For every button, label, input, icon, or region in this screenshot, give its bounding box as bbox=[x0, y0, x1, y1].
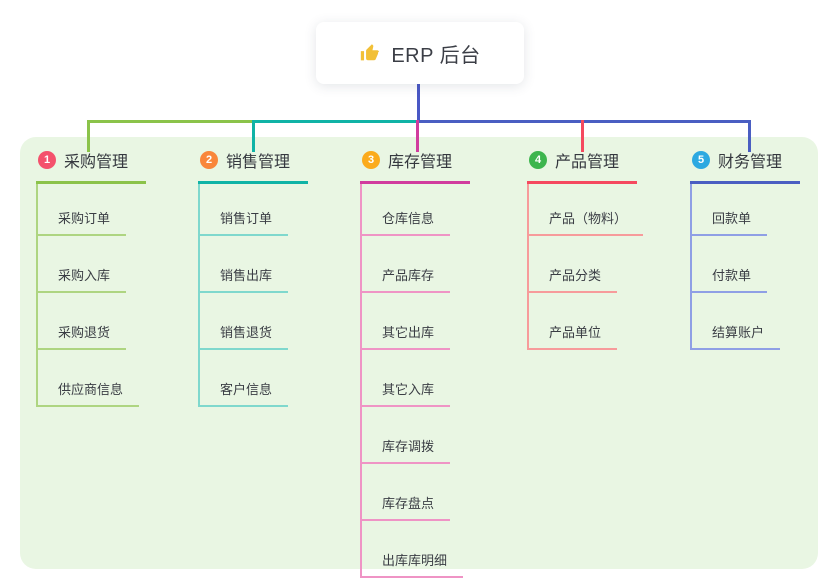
branch-product-title: 产品管理 bbox=[555, 154, 620, 171]
badge-5: 5 bbox=[692, 151, 710, 169]
node-stock-transfer[interactable]: 库存调拨 bbox=[362, 407, 451, 464]
badge-4: 4 bbox=[529, 151, 547, 169]
branch-purchase: 1 采购管理 采购订单 采购入库 采购退货 供应商信息 bbox=[36, 148, 147, 407]
node-purchase-inbound[interactable]: 采购入库 bbox=[38, 236, 127, 293]
drop-line-purchase bbox=[87, 120, 90, 152]
node-customer-info[interactable]: 客户信息 bbox=[200, 350, 289, 407]
branch-product: 4 产品管理 产品（物料） 产品分类 产品单位 bbox=[527, 148, 644, 350]
branch-inventory-children: 仓库信息 产品库存 其它出库 其它入库 库存调拨 库存盘点 出库库明细 bbox=[360, 184, 470, 578]
node-warehouse-info[interactable]: 仓库信息 bbox=[362, 184, 451, 236]
branch-sales-children: 销售订单 销售出库 销售退货 客户信息 bbox=[198, 184, 308, 407]
badge-3: 3 bbox=[362, 151, 380, 169]
bus-line-right bbox=[417, 120, 751, 123]
node-product-unit[interactable]: 产品单位 bbox=[529, 293, 618, 350]
root-node-erp[interactable]: ERP 后台 bbox=[316, 22, 524, 84]
badge-1: 1 bbox=[38, 151, 56, 169]
node-supplier-info[interactable]: 供应商信息 bbox=[38, 350, 140, 407]
branch-inventory-title: 库存管理 bbox=[388, 154, 453, 171]
node-purchase-return[interactable]: 采购退货 bbox=[38, 293, 127, 350]
node-other-outbound[interactable]: 其它出库 bbox=[362, 293, 451, 350]
branch-inventory: 3 库存管理 仓库信息 产品库存 其它出库 其它入库 库存调拨 库存盘点 出库库… bbox=[360, 148, 471, 578]
branch-purchase-title: 采购管理 bbox=[64, 154, 129, 171]
bus-line-center bbox=[252, 120, 420, 123]
node-outbound-detail[interactable]: 出库库明细 bbox=[362, 521, 464, 578]
node-product-stock[interactable]: 产品库存 bbox=[362, 236, 451, 293]
branch-purchase-children: 采购订单 采购入库 采购退货 供应商信息 bbox=[36, 184, 146, 407]
drop-line-product bbox=[581, 120, 584, 152]
root-title: ERP 后台 bbox=[391, 44, 481, 67]
branch-sales-title: 销售管理 bbox=[226, 154, 291, 171]
bus-line-left bbox=[87, 120, 254, 123]
branch-inventory-header[interactable]: 3 库存管理 bbox=[360, 148, 471, 184]
branch-finance-header[interactable]: 5 财务管理 bbox=[690, 148, 801, 184]
node-payment-bill[interactable]: 付款单 bbox=[692, 236, 768, 293]
node-receipt-bill[interactable]: 回款单 bbox=[692, 184, 768, 236]
node-sales-order[interactable]: 销售订单 bbox=[200, 184, 289, 236]
node-stock-check[interactable]: 库存盘点 bbox=[362, 464, 451, 521]
node-purchase-order[interactable]: 采购订单 bbox=[38, 184, 127, 236]
node-other-inbound[interactable]: 其它入库 bbox=[362, 350, 451, 407]
root-connector-line bbox=[417, 84, 420, 123]
thumbs-up-icon bbox=[359, 42, 381, 64]
node-sales-outbound[interactable]: 销售出库 bbox=[200, 236, 289, 293]
branch-finance-children: 回款单 付款单 结算账户 bbox=[690, 184, 800, 350]
drop-line-inventory bbox=[416, 120, 419, 152]
branch-finance: 5 财务管理 回款单 付款单 结算账户 bbox=[690, 148, 801, 350]
node-sales-return[interactable]: 销售退货 bbox=[200, 293, 289, 350]
node-product-category[interactable]: 产品分类 bbox=[529, 236, 618, 293]
branches-panel bbox=[20, 137, 818, 569]
branch-finance-title: 财务管理 bbox=[718, 154, 783, 171]
branch-sales-header[interactable]: 2 销售管理 bbox=[198, 148, 309, 184]
branch-purchase-header[interactable]: 1 采购管理 bbox=[36, 148, 147, 184]
branch-product-header[interactable]: 4 产品管理 bbox=[527, 148, 638, 184]
node-product-material[interactable]: 产品（物料） bbox=[529, 184, 644, 236]
drop-line-sales bbox=[252, 120, 255, 152]
branch-product-children: 产品（物料） 产品分类 产品单位 bbox=[527, 184, 644, 350]
branch-sales: 2 销售管理 销售订单 销售出库 销售退货 客户信息 bbox=[198, 148, 309, 407]
node-settlement-account[interactable]: 结算账户 bbox=[692, 293, 781, 350]
badge-2: 2 bbox=[200, 151, 218, 169]
drop-line-finance bbox=[748, 120, 751, 152]
